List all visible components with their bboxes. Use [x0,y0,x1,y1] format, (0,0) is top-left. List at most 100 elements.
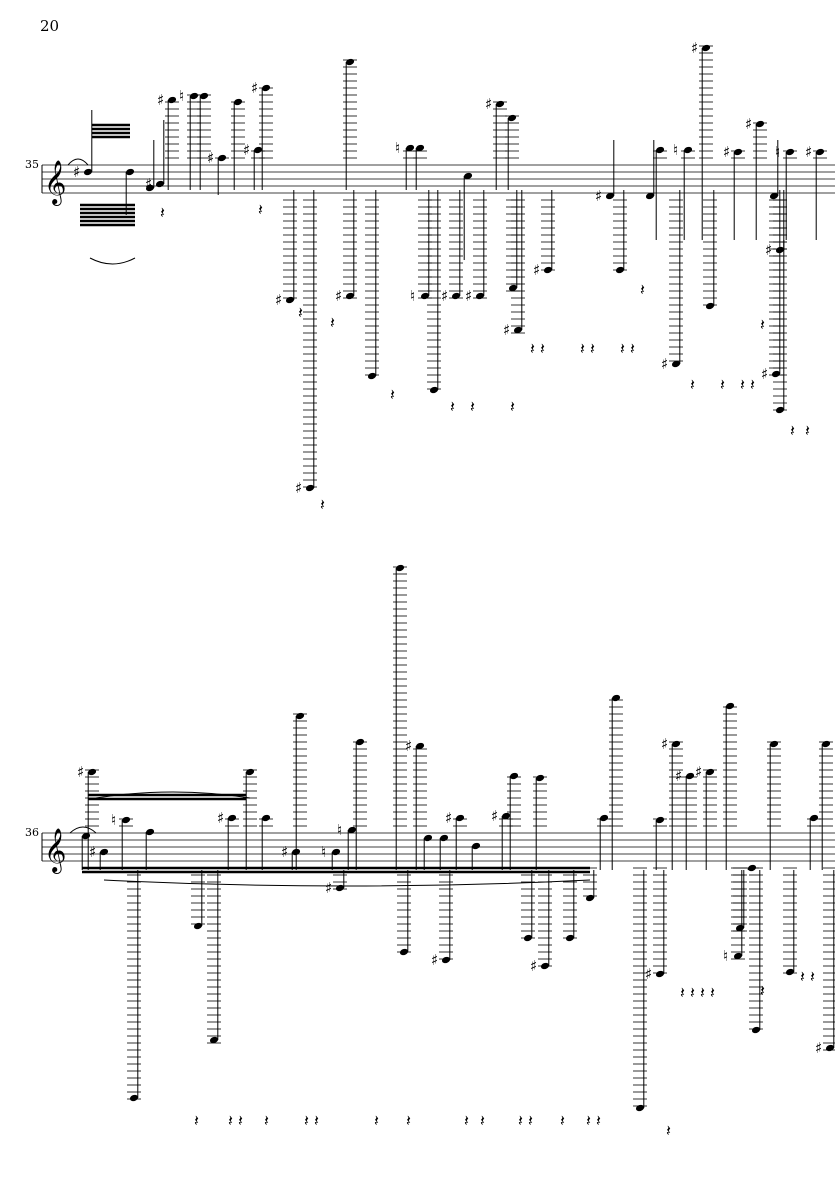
sharp-icon: ♯ [765,241,772,259]
quarter-rest-icon: 𝄽 [680,983,685,1002]
notehead [345,292,355,300]
notehead [121,816,131,824]
tie-slur [69,826,97,834]
sharp-icon: ♯ [157,91,164,109]
sharp-icon: ♯ [325,879,332,897]
sharp-icon: ♯ [805,143,812,161]
natural-icon: ♮ [337,821,342,839]
notehead [415,144,425,152]
natural-icon: ♮ [723,947,728,965]
quarter-rest-icon: 𝄽 [800,967,805,986]
quarter-rest-icon: 𝄽 [450,397,455,416]
sharp-icon: ♯ [661,735,668,753]
tie-slur [67,158,89,166]
notehead [395,564,405,572]
quarter-rest-icon: 𝄽 [666,1121,671,1140]
sharp-icon: ♯ [595,187,602,205]
notehead [415,742,425,750]
notehead [331,848,341,856]
sharp-icon: ♯ [645,965,652,983]
quarter-rest-icon: 𝄽 [790,421,795,440]
quarter-rest-icon: 𝄽 [690,375,695,394]
quarter-rest-icon: 𝄽 [320,495,325,514]
sharp-icon: ♯ [73,163,80,181]
tie-slur [89,257,136,265]
quarter-rest-icon: 𝄽 [374,1111,379,1130]
sharp-icon: ♯ [89,843,96,861]
notehead [705,768,715,776]
treble-clef-icon: 𝄞 [44,828,66,874]
sharp-icon: ♯ [77,763,84,781]
notehead [771,370,781,378]
notehead [155,180,165,188]
sharp-icon: ♯ [530,957,537,975]
notehead [145,828,155,836]
sharp-icon: ♯ [295,479,302,497]
sharp-icon: ♯ [465,287,472,305]
notehead [167,96,177,104]
natural-icon: ♮ [321,843,326,861]
quarter-rest-icon: 𝄽 [304,1111,309,1130]
notehead [193,922,203,930]
notehead [735,924,745,932]
sharp-icon: ♯ [691,39,698,57]
quarter-rest-icon: 𝄽 [194,1111,199,1130]
notehead [209,1036,219,1044]
sharp-icon: ♯ [251,79,258,97]
quarter-rest-icon: 𝄽 [314,1111,319,1130]
quarter-rest-icon: 𝄽 [750,375,755,394]
quarter-rest-icon: 𝄽 [264,1111,269,1130]
page-number: 20 [40,17,60,35]
natural-icon: ♮ [673,141,678,159]
notehead [261,814,271,822]
notehead [420,292,430,300]
notehead [825,1044,835,1052]
notehead [785,148,795,156]
notehead [475,292,485,300]
quarter-rest-icon: 𝄽 [630,339,635,358]
sharp-icon: ♯ [405,737,412,755]
natural-icon: ♮ [395,139,400,157]
quarter-rest-icon: 𝄽 [560,1111,565,1130]
notehead [685,772,695,780]
quarter-rest-icon: 𝄽 [228,1111,233,1130]
quarter-rest-icon: 𝄽 [238,1111,243,1130]
notehead [463,172,473,180]
sharp-icon: ♯ [335,287,342,305]
sharp-icon: ♯ [503,321,510,339]
quarter-rest-icon: 𝄽 [464,1111,469,1130]
sharp-icon: ♯ [695,763,702,781]
sharp-icon: ♯ [745,115,752,133]
tie-slur [103,879,591,887]
notehead [815,148,825,156]
quarter-rest-icon: 𝄽 [620,339,625,358]
notehead [99,848,109,856]
sharp-icon: ♯ [145,175,152,193]
quarter-rest-icon: 𝄽 [390,385,395,404]
notehead [655,970,665,978]
quarter-rest-icon: 𝄽 [406,1111,411,1130]
notehead [189,92,199,100]
quarter-rest-icon: 𝄽 [690,983,695,1002]
notehead [439,834,449,842]
quarter-rest-icon: 𝄽 [580,339,585,358]
notehead [245,768,255,776]
quarter-rest-icon: 𝄽 [480,1111,485,1130]
sharp-icon: ♯ [491,807,498,825]
staff-system-2: 𝄞♯♯♮♯♯♮♯♮♯♯♯♯♯♯♯♯♯♮♯𝄽𝄽𝄽𝄽𝄽𝄽𝄽𝄽𝄽𝄽𝄽𝄽𝄽𝄽𝄽𝄽𝄽𝄽𝄽𝄽… [41,564,835,1140]
notehead [83,168,93,176]
notehead [429,386,439,394]
notehead [733,148,743,156]
quarter-rest-icon: 𝄽 [596,1111,601,1130]
natural-icon: ♮ [410,287,415,305]
notehead [295,712,305,720]
notehead [585,894,595,902]
notehead [635,1104,645,1112]
treble-clef-icon: 𝄞 [44,160,66,206]
notehead [705,302,715,310]
quarter-rest-icon: 𝄽 [805,421,810,440]
measure-number-35: 35 [25,158,39,171]
quarter-rest-icon: 𝄽 [760,315,765,334]
notehead [129,1094,139,1102]
natural-icon: ♮ [111,811,116,829]
